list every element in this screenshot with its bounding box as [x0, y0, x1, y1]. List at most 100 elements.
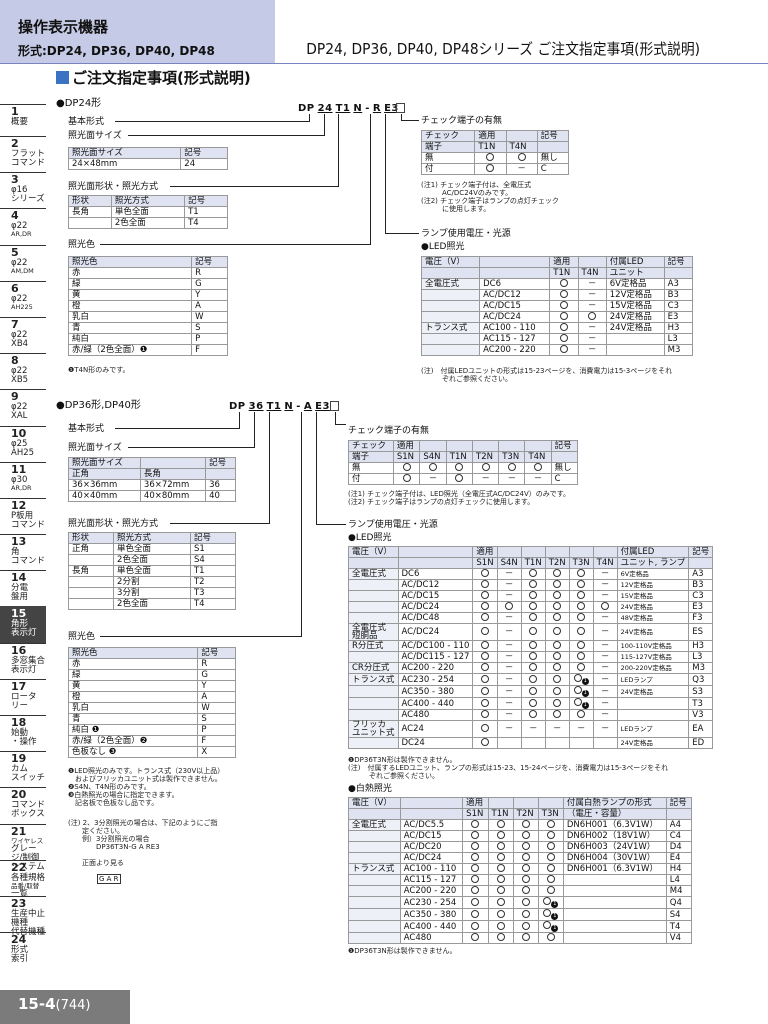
table-cell [462, 863, 489, 875]
sidebar-item-number: 7 [11, 317, 19, 331]
note-line: ❷S4N、T4N形のみです。 [68, 783, 151, 791]
circle-icon [577, 710, 586, 718]
table-cell: 照光面サイズ [68, 457, 141, 469]
circle-icon [546, 875, 555, 883]
table-cell: 記号 [189, 532, 237, 544]
table-cell: EA [688, 720, 714, 738]
sidebar-item-number: 24 [11, 933, 27, 947]
table-cell: T1N [474, 141, 507, 153]
table-cell: － [592, 579, 618, 591]
table-cell: － [471, 473, 500, 485]
sidebar-item-label: φ22 [11, 402, 28, 413]
table-subheader: 正角長角 [68, 468, 236, 480]
circle-icon [471, 909, 480, 918]
table-header: 形状照光方式記号 [68, 195, 228, 207]
table-cell [577, 311, 607, 323]
table-header: チェック適用記号 [348, 440, 579, 452]
page-title: DP24, DP36, DP40, DP48シリーズ ご注文指定事項(形式説明) [306, 40, 700, 58]
table-cell: 1 [568, 685, 594, 698]
circle-icon [402, 474, 411, 482]
table-cell: － [496, 685, 522, 698]
table-cell: 記号 [536, 130, 570, 142]
table-cell: AC480 [399, 932, 464, 944]
circle-icon [546, 864, 555, 872]
circle-icon [496, 897, 505, 906]
circle-icon [481, 463, 490, 471]
table-cell: － [496, 673, 522, 686]
sidebar-item-number: 6 [11, 281, 19, 295]
table-cell [420, 333, 481, 345]
table-cell: － [496, 697, 522, 710]
table-cell [549, 289, 579, 301]
table-cell [399, 808, 464, 820]
dp24-check-label: チェック端子の有無 [421, 116, 503, 126]
table-cell [562, 885, 667, 897]
table-cell: 全電圧式 [420, 278, 481, 290]
table-cell: AC/DC12 [397, 579, 474, 591]
circle-icon [521, 921, 530, 930]
table-cell [471, 462, 500, 474]
sidebar-item-number: 23 [11, 896, 27, 910]
table-cell: Q4 [665, 896, 693, 909]
dp36-check-notes: (注1) チェック端子付は、LED照光（全電圧式AC/DC24V）のみです。(注… [348, 490, 570, 506]
dp36-size-label: 照光面サイズ [68, 443, 122, 453]
table-cell [568, 546, 594, 558]
sidebar-item-label: φ22 [11, 329, 28, 340]
table-cell [445, 462, 474, 474]
table-cell [348, 932, 401, 944]
table-cell: Y [191, 289, 228, 301]
table-cell [462, 874, 489, 886]
circle-icon [553, 686, 562, 695]
table-cell: 緑 [67, 278, 193, 290]
table-cell: AC200 - 220 [479, 344, 551, 356]
table-cell [472, 590, 498, 602]
table-row: 付－C [420, 163, 570, 175]
table-cell [397, 557, 474, 569]
table-cell [479, 267, 551, 279]
table-cell: T4 [189, 598, 237, 610]
table-cell: － [592, 662, 618, 674]
circle-icon [546, 853, 555, 861]
table-cell [462, 830, 489, 842]
dp24-color-note: ❶T4N形のみです。 [68, 366, 130, 374]
note-line: ぞれご参照ください。 [421, 375, 512, 383]
header-rule [0, 63, 768, 64]
dp36-color-label: 照光色 [68, 632, 96, 642]
circle-icon [543, 909, 552, 917]
circle-icon [529, 686, 538, 695]
table-cell [348, 557, 399, 569]
sidebar-item-label: コマンド [11, 800, 46, 811]
table-cell: 付属LED [605, 256, 665, 268]
table-cell: 6V定格品 [616, 568, 690, 580]
table-cell [472, 709, 498, 721]
sidebar-item-label: ロータ [11, 691, 37, 702]
